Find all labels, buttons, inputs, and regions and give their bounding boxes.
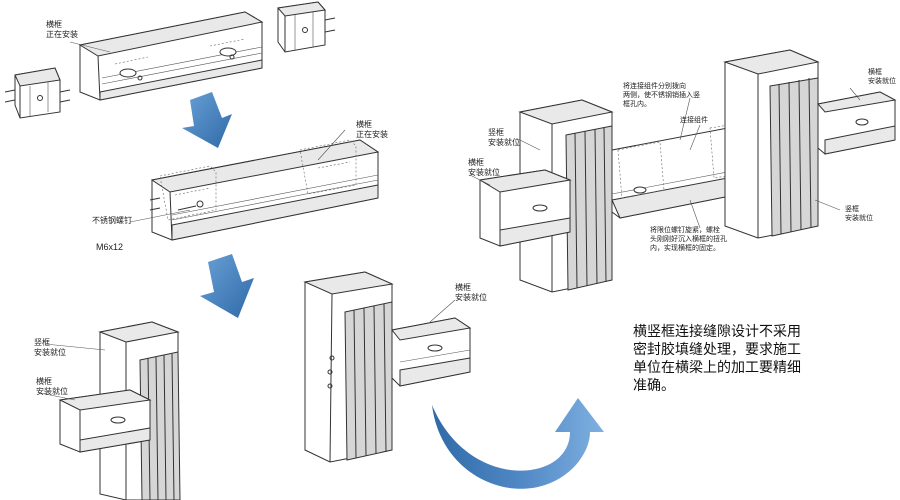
detail-top-note: 将连接组件分别拨向 两侧，使不锈钢销插入竖 框孔内。	[623, 82, 700, 108]
detail-right-mullion-label: 竖框 安装就位	[845, 205, 873, 222]
step1-transom-label: 横框 正在安装	[46, 20, 78, 39]
step3-assembly	[39, 321, 181, 500]
detail-bottom-note: 将限位螺钉旋紧，螺栓 头刚刚好沉入横框的扭孔 内，实现横框的固定。	[650, 226, 727, 252]
detail-assembly	[469, 49, 897, 293]
detail-left-mullion-label: 竖框 安装就位	[488, 128, 520, 147]
detail-right-transom-label: 横框 安装就位	[868, 68, 896, 85]
screw-name-label: 不锈钢螺钉	[92, 216, 132, 225]
detail-connector-label: 连接组件	[680, 116, 708, 124]
left-connector-part	[4, 67, 71, 119]
right-connector-part	[277, 1, 336, 53]
step2-assembly	[129, 129, 380, 241]
step4-assembly	[303, 271, 472, 463]
step-arrow-2	[200, 254, 254, 318]
step1-assembly	[4, 1, 336, 119]
detail-left-transom-label: 横框 安装就位	[468, 158, 500, 177]
screw-size-label: M6x12	[96, 242, 124, 252]
step2-transom-label: 横框 正在安装	[356, 120, 388, 139]
step1-transom	[78, 11, 264, 101]
step3-mullion-label: 竖框 安装就位	[34, 338, 66, 357]
step3-transom-label: 横框 安装就位	[36, 377, 68, 396]
step4-transom-label: 横框 安装就位	[455, 283, 487, 302]
step-arrow-1	[182, 92, 232, 148]
curved-arrow	[432, 398, 604, 489]
main-instruction-note: 横竖框连接缝隙设计不采用 密封胶填缝处理，要求施工 单位在横梁上的加工要精细 准…	[633, 324, 801, 394]
